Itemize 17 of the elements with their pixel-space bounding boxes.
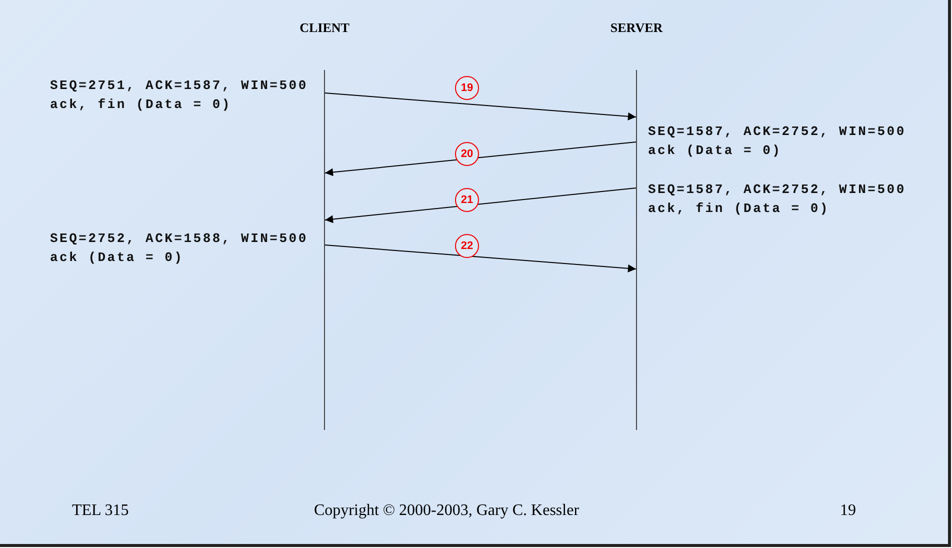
segment-fields: SEQ=2751, ACK=1587, WIN=500 ack, fin (Data = 0)	[50, 76, 315, 114]
segment-fields: SEQ=1587, ACK=2752, WIN=500 ack (Data = 0)	[648, 122, 913, 160]
message-arrow	[324, 92, 636, 120]
lifeline-heading: SERVER	[610, 20, 663, 36]
page-number: 19	[840, 502, 856, 520]
step-number: 22	[455, 234, 479, 258]
segment-fields: SEQ=2752, ACK=1588, WIN=500 ack (Data = 0)	[50, 229, 315, 267]
message-arrow	[324, 244, 636, 272]
step-number: 19	[455, 76, 479, 100]
message-arrow	[324, 142, 636, 176]
message-arrow	[324, 188, 636, 224]
copyright-note: Copyright © 2000-2003, Gary C. Kessler	[314, 502, 580, 520]
step-number: 21	[455, 188, 479, 212]
step-number: 20	[455, 142, 479, 166]
course-code: TEL 315	[72, 502, 129, 520]
lifeline-heading: CLIENT	[300, 20, 350, 36]
segment-fields: SEQ=1587, ACK=2752, WIN=500 ack, fin (Data = 0)	[648, 180, 913, 218]
